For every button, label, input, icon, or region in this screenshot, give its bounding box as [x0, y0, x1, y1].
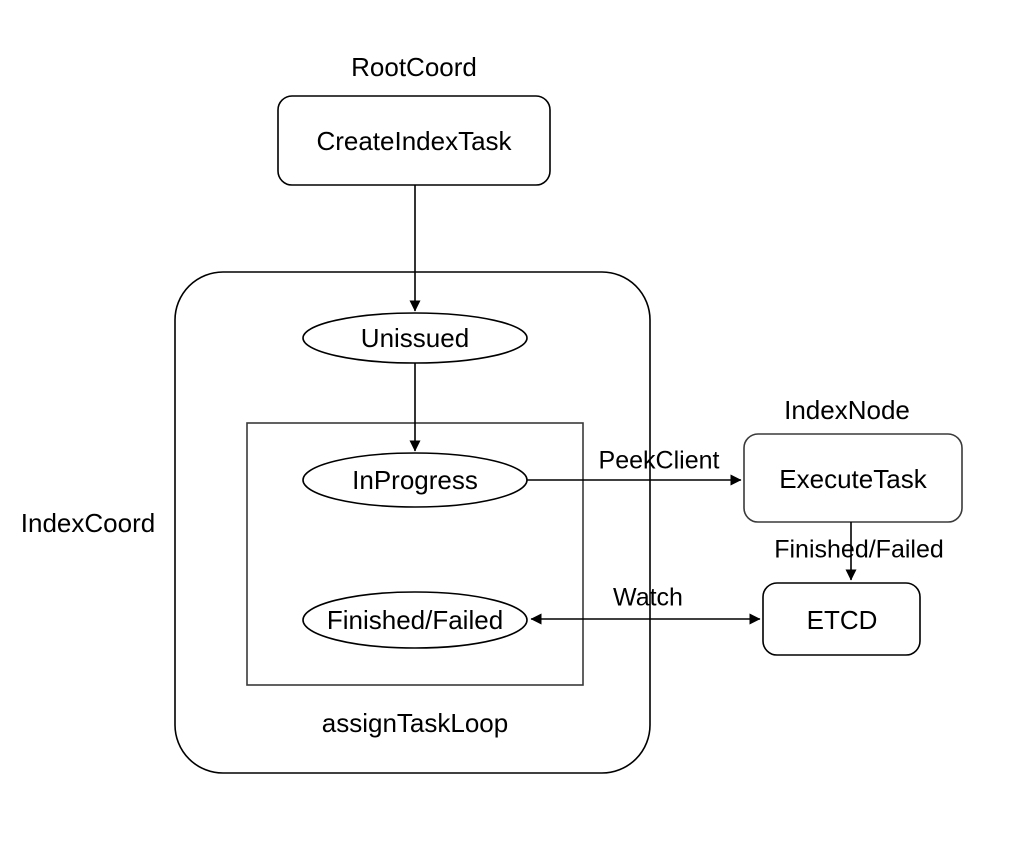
label-root-coord: RootCoord [351, 52, 477, 82]
node-execute-task-shape [743, 433, 963, 523]
edge-label-peek-client: PeekClient [598, 446, 720, 475]
unissued-node[interactable] [303, 313, 527, 363]
etcd-node[interactable] [763, 583, 920, 655]
edge-label-watch: Watch [613, 583, 683, 612]
node-label-unissued: Unissued [360, 323, 470, 353]
node-create-index-task-shape [277, 95, 551, 186]
label-index-node: IndexNode [784, 395, 910, 425]
container-index-coord-shape [174, 271, 651, 774]
node-etcd-shape [762, 582, 921, 656]
container-label-assign-task-loop: assignTaskLoop [321, 708, 509, 738]
in-progress-node[interactable] [303, 453, 527, 507]
execute-task-node[interactable] [744, 434, 962, 522]
create-index-task-node[interactable] [278, 96, 550, 185]
node-label-execute-task: ExecuteTask [779, 464, 927, 494]
node-label-in-progress: InProgress [352, 465, 478, 495]
node-label-create-index-task: CreateIndexTask [316, 126, 512, 156]
finished-failed-node[interactable] [303, 592, 527, 648]
node-label-etcd: ETCD [806, 605, 878, 635]
node-label-finished-failed-state: Finished/Failed [326, 605, 504, 635]
node-finished-failed-state-shape [302, 591, 528, 649]
container-label-index-coord: IndexCoord [20, 508, 156, 538]
edge-label-finished-failed: Finished/Failed [774, 535, 944, 564]
